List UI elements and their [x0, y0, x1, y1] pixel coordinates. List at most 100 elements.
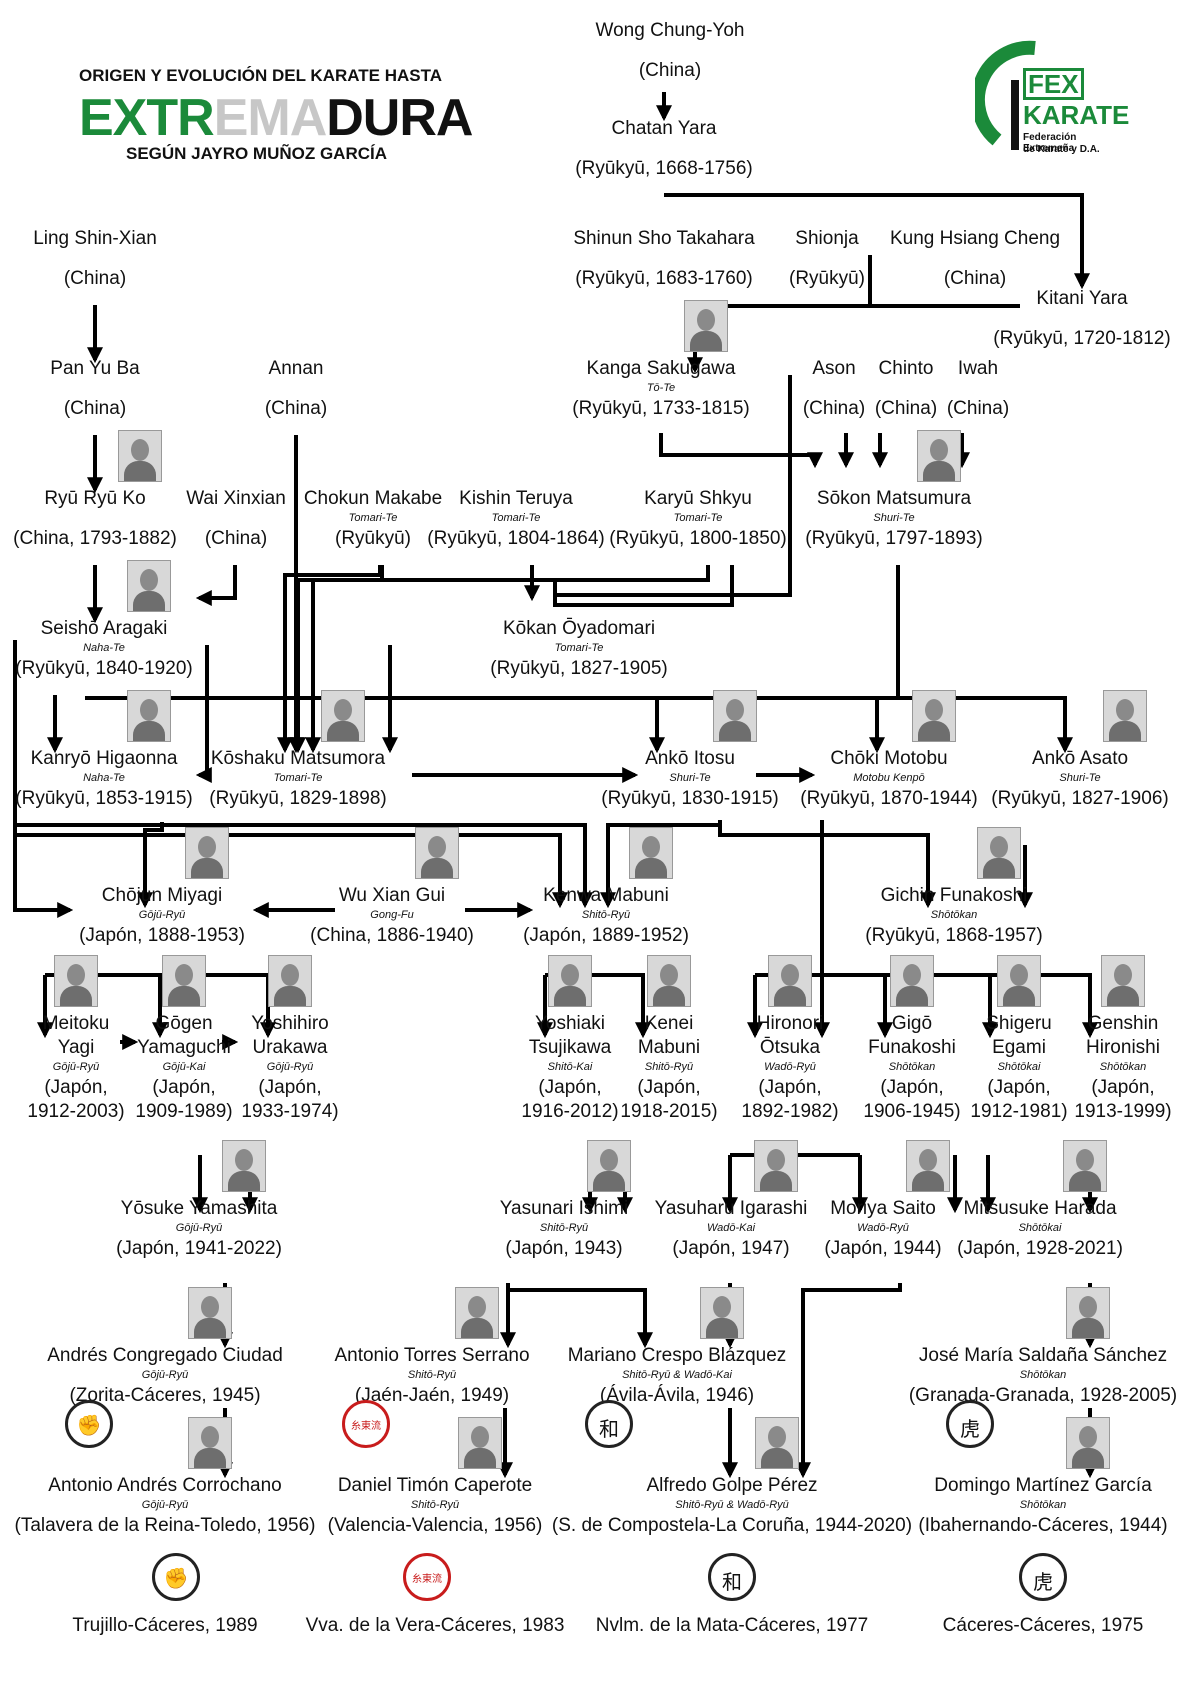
- person-detail-line2: 1916-2012): [521, 1101, 619, 1122]
- person-name: Mariano Crespo Blázquez: [567, 1345, 787, 1366]
- person-detail: (Japón,: [987, 1077, 1051, 1098]
- person-style: Shitō-Ryū & Wadō-Ryū: [675, 1499, 789, 1511]
- person-name: Meitoku: [42, 1013, 110, 1034]
- person-detail: (China): [638, 60, 702, 81]
- person-photo: [185, 827, 229, 879]
- person-style: Shōtōkai: [1018, 1222, 1062, 1234]
- person-detail: (Japón,: [538, 1077, 602, 1098]
- person-detail-line2: 1912-1981): [970, 1101, 1068, 1122]
- person-name-line2: Mabuni: [637, 1037, 701, 1058]
- person-style: Tomari-Te: [348, 512, 398, 524]
- person-detail: (China): [264, 398, 328, 419]
- person-detail: (Ibahernando-Cáceres, 1944): [918, 1515, 1168, 1536]
- person-photo: [684, 300, 728, 352]
- person-photo: [548, 955, 592, 1007]
- person-photo: [1066, 1417, 1110, 1469]
- person-detail: (Talavera de la Reina-Toledo, 1956): [14, 1515, 316, 1536]
- person-name: Kōshaku Matsumora: [210, 748, 386, 769]
- lineage-arrow: [13, 640, 74, 918]
- person-name-line2: Urakawa: [252, 1037, 328, 1058]
- person-detail: (Japón,: [152, 1077, 216, 1098]
- person-photo: [587, 1140, 631, 1192]
- person-photo: [713, 690, 757, 742]
- person-detail: (Jaén-Jaén, 1949): [354, 1385, 510, 1406]
- person-name: Iwah: [957, 358, 999, 379]
- person-detail: (Japón, 1941-2022): [116, 1238, 282, 1259]
- fist-emblem-icon: ✊: [152, 1553, 200, 1601]
- person-detail: (Ryūkyū, 1668-1756): [575, 158, 753, 179]
- person-detail: (Japón, 1947): [672, 1238, 790, 1259]
- person-detail: (Japón,: [880, 1077, 944, 1098]
- person-photo: [912, 690, 956, 742]
- person-name: Sōkon Matsumura: [816, 488, 972, 509]
- person-detail-line2: 1913-1999): [1074, 1101, 1172, 1122]
- person-name: Kōkan Ōyadomari: [502, 618, 656, 639]
- person-detail-line2: 1933-1974): [241, 1101, 339, 1122]
- lineage-arrow: [664, 193, 1090, 290]
- person-name: Kanga Sakugawa: [586, 358, 736, 379]
- person-detail-line2: 1892-1982): [741, 1101, 839, 1122]
- shito-ryu-emblem-icon: 糸東流: [342, 1400, 390, 1448]
- person-style: Naha-Te: [83, 772, 125, 784]
- person-detail: (Ryūkyū, 1804-1864): [427, 528, 605, 549]
- person-detail: (China, 1793-1882): [13, 528, 177, 549]
- lineage-arrow: [85, 696, 1073, 754]
- person-name: Chatan Yara: [611, 118, 717, 139]
- person-name: Kenwa Mabuni: [543, 885, 669, 906]
- person-style: Wadō-Kai: [706, 1222, 756, 1234]
- person-name-line2: Funakoshi: [868, 1037, 956, 1058]
- club-location: Cáceres-Cáceres, 1975: [942, 1615, 1144, 1636]
- person-detail: (Ryūkyū, 1870-1944): [800, 788, 978, 809]
- person-name: Annan: [268, 358, 324, 379]
- person-style: Shitō-Ryū: [407, 1369, 457, 1381]
- person-photo: [1101, 955, 1145, 1007]
- person-photo: [700, 1287, 744, 1339]
- person-name: Wai Xinxian: [186, 488, 286, 509]
- person-style: Shōtōkan: [888, 1061, 936, 1073]
- emblem-glyph: 糸東流: [351, 1421, 381, 1432]
- person-name: Antonio Andrés Corrochano: [48, 1475, 282, 1496]
- person-photo: [188, 1417, 232, 1469]
- person-style: Shuri-Te: [669, 772, 711, 784]
- person-style: Tomari-Te: [491, 512, 541, 524]
- person-detail: (Zorita-Cáceres, 1945): [69, 1385, 261, 1406]
- wado-emblem-icon: 和: [585, 1400, 633, 1448]
- person-name: Kenei: [644, 1013, 694, 1034]
- person-photo: [222, 1140, 266, 1192]
- person-detail: (Japón,: [258, 1077, 322, 1098]
- person-style: Gōjū-Kai: [162, 1061, 206, 1073]
- person-style: Shitō-Ryū: [539, 1222, 589, 1234]
- wado-emblem-icon: 和: [708, 1553, 756, 1601]
- person-style: Gōjū-Ryū: [141, 1369, 189, 1381]
- club-location: Vva. de la Vera-Cáceres, 1983: [305, 1615, 565, 1636]
- person-name: Karyū Shkyu: [644, 488, 752, 509]
- person-style: Shitō-Ryū: [644, 1061, 694, 1073]
- person-name: Kung Hsiang Cheng: [889, 228, 1061, 249]
- person-detail: (Ryūkyū, 1853-1915): [15, 788, 193, 809]
- person-name-line2: Yagi: [57, 1037, 95, 1058]
- person-photo: [162, 955, 206, 1007]
- person-style: Gong-Fu: [370, 909, 414, 921]
- person-name: Yoshihiro: [251, 1013, 329, 1034]
- title-part-extr: EXTR: [79, 89, 215, 147]
- header-subtitle-top: ORIGEN Y EVOLUCIÓN DEL KARATE HASTA: [79, 66, 443, 85]
- person-style: Tomari-Te: [273, 772, 323, 784]
- person-detail: (Ryūkyū, 1840-1920): [15, 658, 193, 679]
- person-detail: (China): [802, 398, 866, 419]
- lineage-arrow: [290, 565, 710, 754]
- fex-karate-logo: FEX KARATE Federación Extremeña de Karat…: [970, 40, 1129, 160]
- person-photo: [455, 1287, 499, 1339]
- person-photo: [906, 1140, 950, 1192]
- person-style: Shitō-Ryū & Wadō-Kai: [622, 1369, 732, 1381]
- lineage-arrow: [277, 565, 382, 754]
- person-photo: [997, 955, 1041, 1007]
- person-detail: (China): [63, 398, 127, 419]
- person-photo: [321, 690, 365, 742]
- person-style: Shōtōkan: [930, 909, 978, 921]
- emblem-glyph: 虎: [1033, 1570, 1053, 1594]
- person-style: Gōjū-Ryū: [52, 1061, 100, 1073]
- logo-arc-icon: [970, 40, 1036, 150]
- person-detail: (China): [204, 528, 268, 549]
- person-name: Kishin Teruya: [459, 488, 573, 509]
- person-style: Tomari-Te: [554, 642, 604, 654]
